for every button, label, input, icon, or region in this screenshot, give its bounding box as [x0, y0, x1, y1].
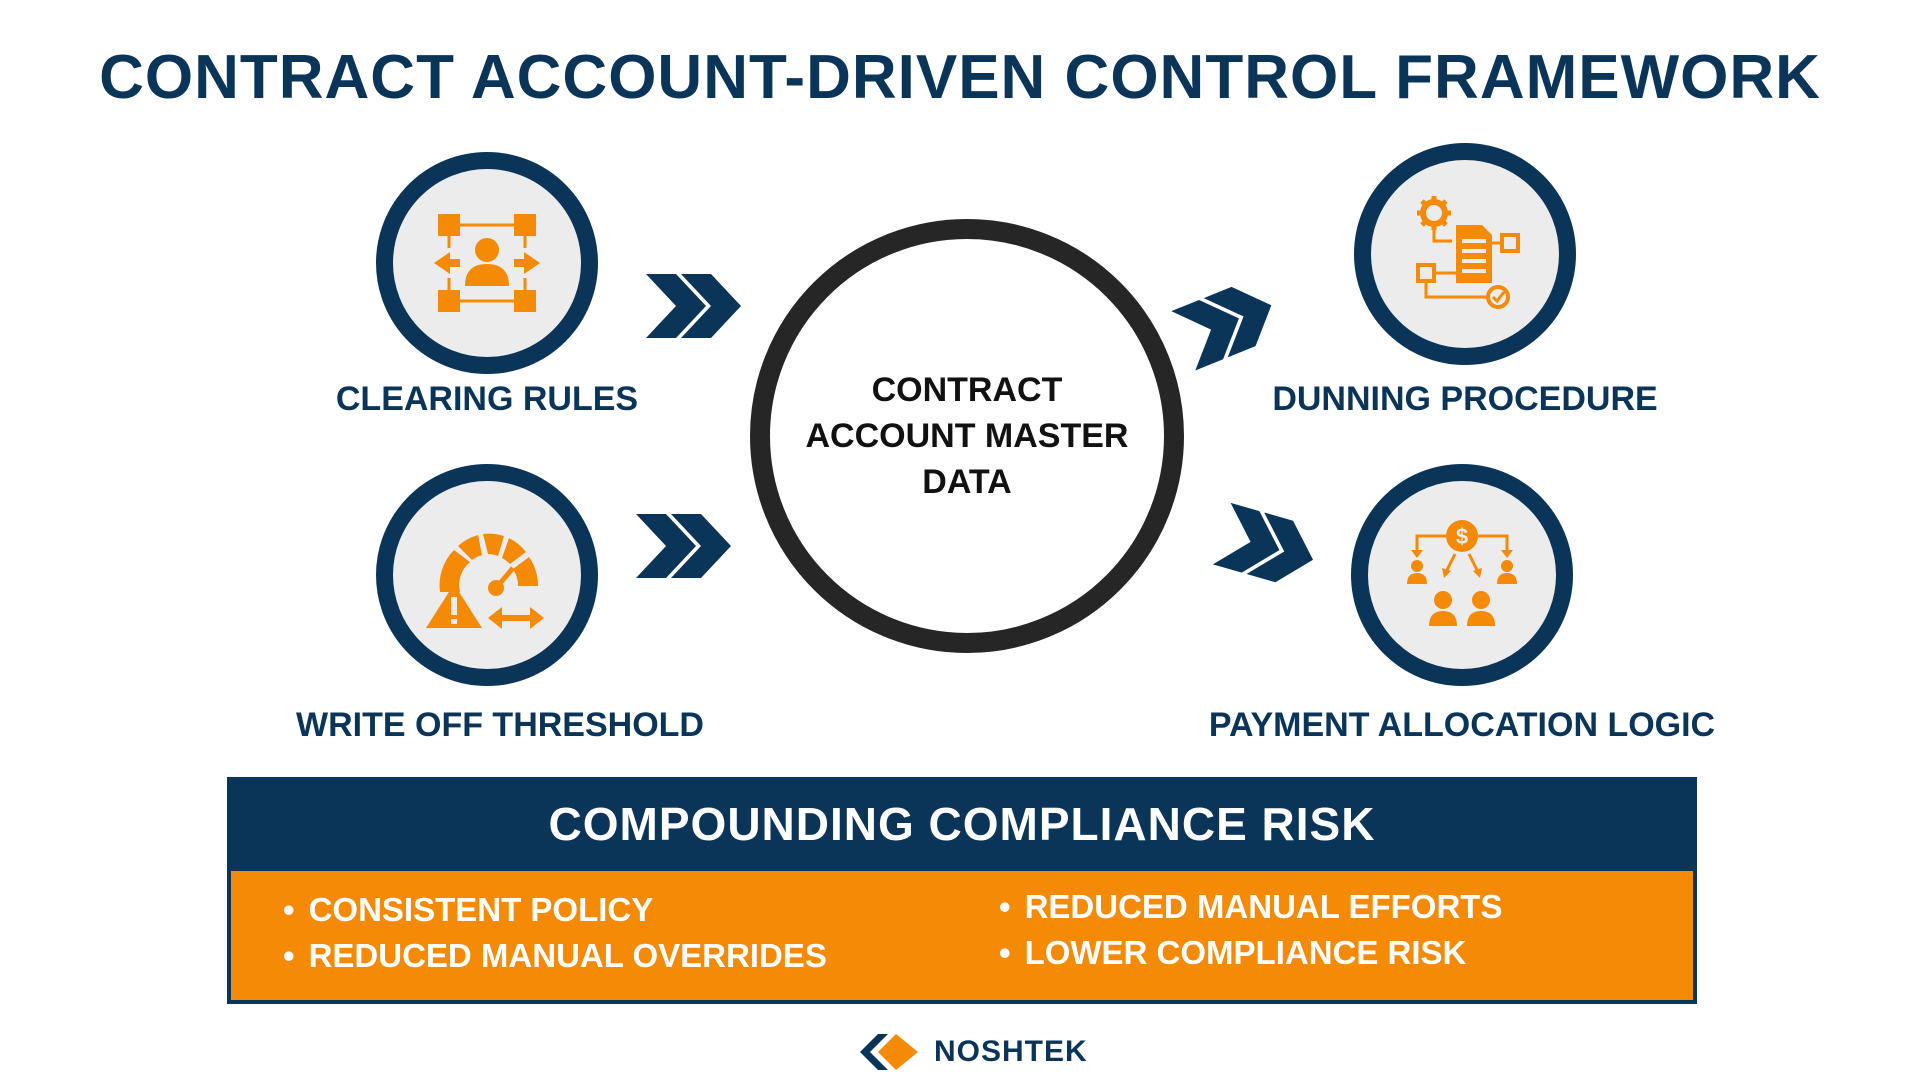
- bullet-dot: •: [283, 891, 295, 928]
- clearing-rules-node: [376, 152, 598, 374]
- node-label-clearing-rules: CLEARING RULES: [335, 380, 639, 418]
- bullet-item: • REDUCED MANUAL OVERRIDES: [283, 937, 827, 975]
- write-off-threshold-node: [376, 464, 598, 686]
- user-flow-icon: [434, 214, 540, 312]
- bullet-text: REDUCED MANUAL OVERRIDES: [308, 937, 827, 974]
- bullet-text: REDUCED MANUAL EFFORTS: [1024, 888, 1503, 925]
- chevron-arrow-icon: [646, 274, 741, 338]
- page-title: CONTRACT ACCOUNT-DRIVEN CONTROL FRAMEWOR…: [99, 43, 1821, 112]
- risk-header: COMPOUNDING COMPLIANCE RISK: [227, 777, 1697, 871]
- bullet-item: • REDUCED MANUAL EFFORTS: [999, 888, 1502, 926]
- bullet-text: CONSISTENT POLICY: [308, 891, 654, 928]
- bullet-item: • CONSISTENT POLICY: [283, 891, 653, 929]
- bullet-dot: •: [999, 888, 1011, 925]
- brand-footer: NOSHTEK: [858, 1028, 1088, 1076]
- bullet-dot: •: [283, 937, 295, 974]
- node-label-dunning-procedure: DUNNING PROCEDURE: [1272, 380, 1658, 418]
- risk-panel: COMPOUNDING COMPLIANCE RISK • CONSISTENT …: [227, 777, 1697, 1004]
- bullet-text: LOWER COMPLIANCE RISK: [1024, 934, 1467, 971]
- center-hub-text: CONTRACT ACCOUNT MASTER DATA: [797, 367, 1137, 505]
- center-hub: CONTRACT ACCOUNT MASTER DATA: [750, 219, 1184, 653]
- bullet-dot: •: [999, 934, 1011, 971]
- center-line-1: CONTRACT: [871, 371, 1063, 409]
- brand-logo-icon: [860, 1034, 918, 1070]
- risk-benefits-body: • CONSISTENT POLICY • REDUCED MANUAL OVERR…: [227, 871, 1697, 1004]
- svg-text:$: $: [1456, 524, 1468, 549]
- gauge-warning-icon: [426, 533, 544, 629]
- center-line-3: DATA: [922, 463, 1012, 501]
- document-workflow-icon: [1416, 196, 1520, 309]
- payment-distribution-icon: $: [1407, 520, 1517, 626]
- chevron-arrow-icon: [636, 514, 731, 578]
- bullet-item: • LOWER COMPLIANCE RISK: [999, 934, 1466, 972]
- dunning-procedure-node: [1354, 143, 1576, 365]
- node-label-write-off-threshold: WRITE OFF THRESHOLD: [296, 706, 704, 744]
- chevron-arrow-icon: [1171, 286, 1272, 371]
- chevron-arrow-icon: [1212, 502, 1314, 583]
- brand-name: NOSHTEK: [934, 1035, 1088, 1068]
- payment-allocation-logic-node: $: [1351, 464, 1573, 686]
- node-label-payment-allocation-logic: PAYMENT ALLOCATION LOGIC: [1208, 706, 1716, 744]
- center-line-2: ACCOUNT MASTER: [805, 417, 1129, 455]
